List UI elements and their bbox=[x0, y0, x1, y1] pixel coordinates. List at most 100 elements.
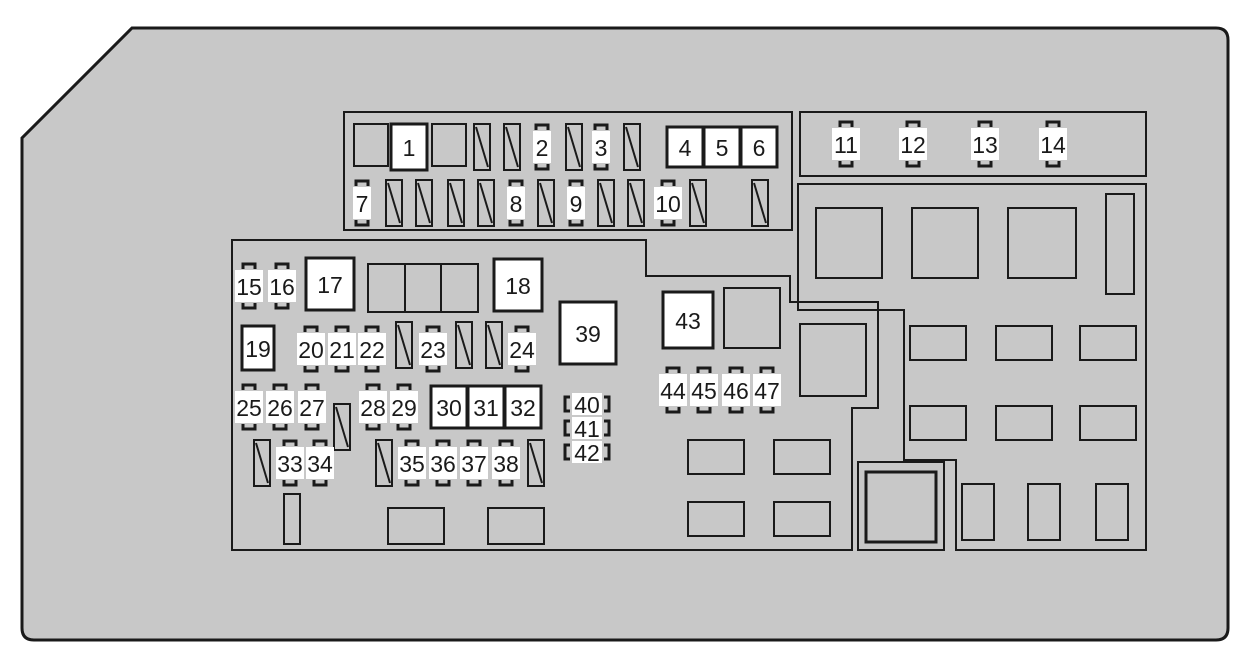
fuse-17: 17 bbox=[304, 256, 356, 312]
fuse-number-label: 32 bbox=[510, 395, 536, 421]
fuse-slot-empty bbox=[431, 123, 467, 167]
relay bbox=[961, 483, 995, 541]
fuse-slot-empty bbox=[353, 123, 389, 167]
fuse-38: 38 bbox=[492, 439, 520, 487]
fuse-46: 46 bbox=[722, 366, 750, 414]
fuse-number-label: 18 bbox=[505, 273, 531, 299]
fuse-number-label: 25 bbox=[236, 395, 262, 421]
fuse-number-label: 26 bbox=[267, 395, 293, 421]
fuse-slot-empty bbox=[333, 403, 351, 451]
fuse-slot-empty bbox=[527, 439, 545, 487]
fuse-number-label: 28 bbox=[360, 395, 386, 421]
fuse-number-label: 41 bbox=[574, 416, 600, 442]
fuse-slot-empty bbox=[477, 179, 495, 227]
fuse-1: 1 bbox=[389, 122, 429, 172]
fuse-number-label: 3 bbox=[595, 135, 608, 161]
fuse-number-label: 43 bbox=[675, 308, 701, 334]
fuse-number-label: 35 bbox=[399, 451, 425, 477]
fuse-number-label: 10 bbox=[655, 191, 681, 217]
fuse-19: 19 bbox=[240, 324, 276, 372]
fuse-number-label: 37 bbox=[461, 451, 487, 477]
fuse-slot-empty bbox=[253, 439, 271, 487]
fuse-14: 14 bbox=[1039, 120, 1067, 168]
fuse-number-label: 44 bbox=[660, 378, 686, 404]
right-relay-area bbox=[797, 183, 1147, 551]
fuse-number-label: 15 bbox=[236, 274, 262, 300]
fuse-slot-empty bbox=[751, 179, 769, 227]
fuse-number-label: 12 bbox=[900, 132, 926, 158]
fuse-22: 22 bbox=[358, 325, 386, 373]
fuse-39: 39 bbox=[558, 300, 618, 366]
fuse-8: 8 bbox=[507, 179, 525, 227]
fuse-number-label: 9 bbox=[570, 191, 583, 217]
fuse-41: 41 bbox=[563, 416, 611, 442]
fuse-slot-empty bbox=[565, 123, 583, 171]
fuse-number-label: 42 bbox=[574, 440, 600, 466]
main-fuse-block bbox=[231, 239, 879, 551]
fuse-2: 2 bbox=[533, 123, 551, 171]
fuse-slot-empty bbox=[627, 179, 645, 227]
fuse-slot-empty bbox=[485, 321, 503, 369]
fuse-number-label: 6 bbox=[753, 135, 766, 161]
fuse-35: 35 bbox=[398, 439, 426, 487]
fuse-13: 13 bbox=[971, 120, 999, 168]
relay bbox=[909, 325, 967, 361]
relay bbox=[1079, 405, 1137, 441]
fuse-slot-empty bbox=[395, 321, 413, 369]
relay bbox=[773, 439, 831, 475]
fuse-21: 21 bbox=[328, 325, 356, 373]
fuse-slot-empty bbox=[283, 493, 301, 545]
fuse-30: 30 bbox=[429, 384, 469, 430]
fuse-number-label: 2 bbox=[536, 135, 549, 161]
fuse-33: 33 bbox=[276, 439, 304, 487]
fuse-slot-empty bbox=[689, 179, 707, 227]
relay-large-inner bbox=[864, 470, 938, 544]
relay bbox=[367, 263, 479, 313]
fuse-number-label: 30 bbox=[436, 395, 462, 421]
relay bbox=[909, 405, 967, 441]
fuse-number-label: 38 bbox=[493, 451, 519, 477]
fuse-number-label: 4 bbox=[679, 135, 692, 161]
fuse-number-label: 11 bbox=[834, 132, 858, 158]
fuse-25: 25 bbox=[235, 383, 263, 431]
fuse-number-label: 1 bbox=[403, 135, 416, 161]
top-fuse-block bbox=[343, 111, 793, 231]
fuse-slot-empty bbox=[415, 179, 433, 227]
fuse-number-label: 16 bbox=[269, 274, 295, 300]
fuse-number-label: 7 bbox=[356, 191, 369, 217]
fuse-slot-empty bbox=[537, 179, 555, 227]
fuse-6: 6 bbox=[739, 125, 779, 169]
relay bbox=[799, 323, 867, 397]
fuse-28: 28 bbox=[359, 383, 387, 431]
fuse-9: 9 bbox=[567, 179, 585, 227]
fuse-number-label: 8 bbox=[510, 191, 523, 217]
fuse-slot-empty bbox=[597, 179, 615, 227]
fuse-number-label: 39 bbox=[575, 321, 601, 347]
fuse-number-label: 29 bbox=[391, 395, 417, 421]
relay bbox=[723, 287, 781, 349]
fuse-number-label: 46 bbox=[723, 378, 749, 404]
relay bbox=[911, 207, 979, 279]
fuse-4: 4 bbox=[665, 125, 705, 169]
fuse-number-label: 24 bbox=[509, 337, 535, 363]
fuse-slot-empty bbox=[473, 123, 491, 171]
fuse-slot-empty bbox=[375, 439, 393, 487]
fuse-15: 15 bbox=[235, 262, 263, 310]
fuse-23: 23 bbox=[419, 325, 447, 373]
relay bbox=[1007, 207, 1077, 279]
fuse-44: 44 bbox=[659, 366, 687, 414]
fuse-number-label: 14 bbox=[1040, 132, 1066, 158]
fuse-47: 47 bbox=[753, 366, 781, 414]
fuse-34: 34 bbox=[306, 439, 334, 487]
relay bbox=[487, 507, 545, 545]
relay bbox=[1079, 325, 1137, 361]
relay bbox=[387, 507, 445, 545]
relay bbox=[1095, 483, 1129, 541]
fuse-43: 43 bbox=[661, 290, 715, 350]
relay bbox=[687, 439, 745, 475]
fuse-24: 24 bbox=[508, 325, 536, 373]
fuse-27: 27 bbox=[298, 383, 326, 431]
fuse-37: 37 bbox=[460, 439, 488, 487]
fuse-10: 10 bbox=[654, 179, 682, 227]
